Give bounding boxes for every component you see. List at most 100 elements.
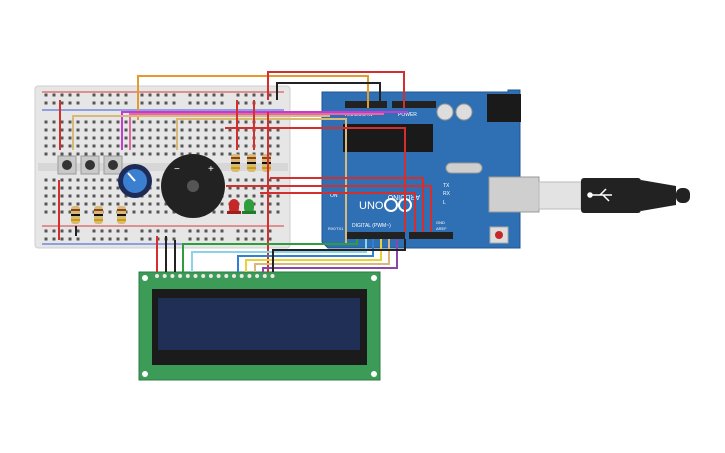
breadboard-hole[interactable] <box>44 229 48 233</box>
breadboard-hole[interactable] <box>236 186 240 190</box>
breadboard-hole[interactable] <box>172 128 176 132</box>
breadboard-hole[interactable] <box>164 136 168 140</box>
lcd-pin[interactable] <box>155 274 159 278</box>
breadboard-hole[interactable] <box>52 144 56 148</box>
breadboard-hole[interactable] <box>60 152 64 156</box>
breadboard-hole[interactable] <box>44 128 48 132</box>
breadboard-hole[interactable] <box>60 210 64 214</box>
breadboard-hole[interactable] <box>124 202 128 206</box>
breadboard-hole[interactable] <box>180 128 184 132</box>
breadboard-hole[interactable] <box>116 202 120 206</box>
breadboard-hole[interactable] <box>268 152 272 156</box>
breadboard-hole[interactable] <box>244 144 248 148</box>
breadboard-hole[interactable] <box>108 194 112 198</box>
breadboard-hole[interactable] <box>132 120 136 124</box>
breadboard-hole[interactable] <box>252 152 256 156</box>
breadboard-hole[interactable] <box>276 152 280 156</box>
breadboard-hole[interactable] <box>108 136 112 140</box>
resistor-bottom-3[interactable] <box>117 206 126 224</box>
breadboard-hole[interactable] <box>276 120 280 124</box>
breadboard-hole[interactable] <box>156 210 160 214</box>
breadboard-hole[interactable] <box>148 194 152 198</box>
breadboard-hole[interactable] <box>116 186 120 190</box>
breadboard-hole[interactable] <box>244 178 248 182</box>
breadboard-hole[interactable] <box>188 120 192 124</box>
breadboard-hole[interactable] <box>76 186 80 190</box>
breadboard-hole[interactable] <box>220 136 224 140</box>
breadboard-hole[interactable] <box>236 93 240 97</box>
breadboard-hole[interactable] <box>212 128 216 132</box>
piezo-buzzer[interactable]: − + <box>161 154 225 218</box>
breadboard-hole[interactable] <box>68 229 72 233</box>
breadboard-hole[interactable] <box>212 237 216 241</box>
breadboard-hole[interactable] <box>100 202 104 206</box>
breadboard-hole[interactable] <box>164 152 168 156</box>
breadboard-hole[interactable] <box>100 93 104 97</box>
breadboard-hole[interactable] <box>76 229 80 233</box>
breadboard-hole[interactable] <box>220 120 224 124</box>
breadboard-hole[interactable] <box>236 194 240 198</box>
breadboard-hole[interactable] <box>276 136 280 140</box>
breadboard-hole[interactable] <box>100 128 104 132</box>
breadboard-hole[interactable] <box>124 93 128 97</box>
breadboard-hole[interactable] <box>92 229 96 233</box>
breadboard-hole[interactable] <box>124 120 128 124</box>
breadboard-hole[interactable] <box>68 101 72 105</box>
breadboard-hole[interactable] <box>164 144 168 148</box>
breadboard-hole[interactable] <box>44 152 48 156</box>
lcd-pin[interactable] <box>208 274 213 278</box>
pushbutton-1[interactable] <box>57 155 77 175</box>
breadboard-hole[interactable] <box>84 178 88 182</box>
breadboard-hole[interactable] <box>228 144 232 148</box>
lcd-pin[interactable] <box>270 274 275 278</box>
lcd-pin[interactable] <box>247 274 252 278</box>
breadboard-hole[interactable] <box>92 152 96 156</box>
breadboard-hole[interactable] <box>116 144 120 148</box>
breadboard-hole[interactable] <box>100 120 104 124</box>
arduino-uno[interactable]: UNO ARDUINO ON TX RX L DIGITAL (PWM~) PO… <box>321 89 540 249</box>
breadboard-hole[interactable] <box>100 152 104 156</box>
breadboard-hole[interactable] <box>132 128 136 132</box>
breadboard-hole[interactable] <box>268 186 272 190</box>
breadboard-hole[interactable] <box>156 178 160 182</box>
breadboard-hole[interactable] <box>108 93 112 97</box>
breadboard-hole[interactable] <box>108 144 112 148</box>
breadboard-hole[interactable] <box>172 237 176 241</box>
lcd-pin[interactable] <box>262 274 267 278</box>
breadboard-hole[interactable] <box>68 237 72 241</box>
breadboard-hole[interactable] <box>188 229 192 233</box>
breadboard-hole[interactable] <box>148 136 152 140</box>
breadboard-hole[interactable] <box>116 152 120 156</box>
breadboard-hole[interactable] <box>188 152 192 156</box>
breadboard-hole[interactable] <box>108 128 112 132</box>
breadboard-hole[interactable] <box>140 136 144 140</box>
breadboard-hole[interactable] <box>268 194 272 198</box>
breadboard-hole[interactable] <box>172 93 176 97</box>
breadboard-hole[interactable] <box>148 152 152 156</box>
breadboard-hole[interactable] <box>44 186 48 190</box>
breadboard-hole[interactable] <box>212 93 216 97</box>
breadboard-hole[interactable] <box>108 178 112 182</box>
breadboard-hole[interactable] <box>92 101 96 105</box>
breadboard-hole[interactable] <box>188 136 192 140</box>
breadboard-hole[interactable] <box>236 178 240 182</box>
breadboard-hole[interactable] <box>180 152 184 156</box>
breadboard-hole[interactable] <box>188 237 192 241</box>
breadboard-hole[interactable] <box>268 178 272 182</box>
breadboard-hole[interactable] <box>172 136 176 140</box>
breadboard-hole[interactable] <box>140 210 144 214</box>
breadboard-hole[interactable] <box>68 194 72 198</box>
breadboard-hole[interactable] <box>252 178 256 182</box>
breadboard-hole[interactable] <box>92 136 96 140</box>
lcd-pin[interactable] <box>178 274 183 278</box>
breadboard-hole[interactable] <box>44 120 48 124</box>
breadboard-hole[interactable] <box>100 229 104 233</box>
breadboard-hole[interactable] <box>68 128 72 132</box>
breadboard-hole[interactable] <box>276 210 280 214</box>
breadboard-hole[interactable] <box>148 120 152 124</box>
breadboard-hole[interactable] <box>140 229 144 233</box>
breadboard-hole[interactable] <box>204 128 208 132</box>
breadboard-hole[interactable] <box>52 237 56 241</box>
breadboard-hole[interactable] <box>116 128 120 132</box>
breadboard-hole[interactable] <box>276 202 280 206</box>
